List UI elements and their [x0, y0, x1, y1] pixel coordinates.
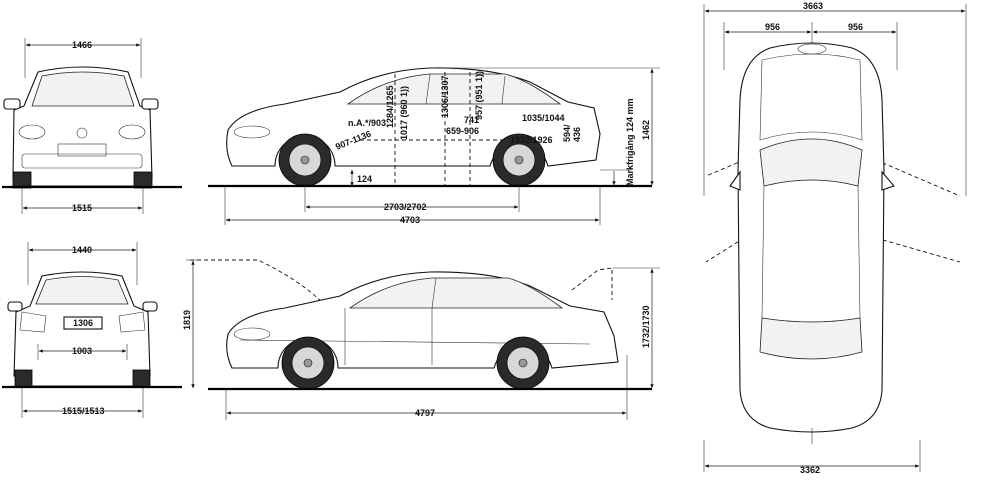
front-left-mirror — [3, 98, 21, 110]
open-length-label: 4797 — [415, 408, 435, 418]
open-b-pillar — [431, 277, 437, 309]
rear-left-taillight — [19, 311, 47, 333]
side-headlight — [233, 125, 271, 139]
rear-right-mirror — [142, 301, 158, 312]
side-front-hub — [300, 155, 310, 165]
front-right-mirror — [141, 98, 159, 110]
front-left-headlight — [18, 124, 46, 140]
side-length-label: 4703 — [400, 215, 420, 225]
top-right-mirror — [881, 170, 895, 191]
open-trunk-outline — [571, 267, 613, 300]
top-rear-window — [759, 317, 863, 360]
side-wheelbase-label: 2703/2702 — [384, 202, 427, 212]
label-741: 741 — [464, 115, 479, 125]
open-front-hub — [303, 358, 313, 368]
rear-inner-label: 1003 — [72, 346, 92, 356]
front-right-headlight — [118, 124, 146, 140]
side-height-label: 1462 — [641, 120, 651, 140]
rear-plate-label: 1306 — [73, 318, 93, 328]
rear-right-tire — [132, 369, 151, 388]
top-front-badge — [797, 43, 827, 55]
rear-track-label: 1515/1513 — [62, 406, 105, 416]
open-side-windows — [348, 277, 564, 309]
top-car-body — [737, 42, 885, 433]
top-right-rear-door-swing — [875, 237, 961, 263]
open-headlight — [233, 327, 271, 341]
rear-window — [35, 276, 129, 305]
top-left-half-label: 956 — [765, 22, 780, 32]
front-left-tire — [12, 171, 32, 189]
label-1932-1926: 1932/1926 — [510, 135, 553, 145]
rear-width-label: 1440 — [72, 245, 92, 255]
label-1284-1265: 1284/1265 — [385, 85, 395, 128]
rear-right-taillight — [118, 311, 146, 333]
side-c-pillar — [501, 75, 506, 105]
open-trunk-height-label: 1732/1730 — [641, 305, 651, 348]
rear-left-mirror — [7, 301, 23, 312]
top-left-rear-door-swing — [705, 237, 745, 263]
clearance-note: Markfrigång 124 mm — [625, 98, 635, 186]
top-right-front-door-swing — [875, 159, 961, 197]
front-view: 1466 1515 — [2, 38, 182, 214]
open-hood-outline — [190, 259, 326, 306]
front-badge — [76, 127, 88, 139]
label-1017: 1017 (960 1)) — [399, 86, 409, 140]
open-rear-hub — [518, 358, 528, 368]
top-bottom-width-label: 3362 — [800, 465, 820, 475]
front-track-label: 1515 — [72, 203, 92, 213]
top-overall-width-label: 3663 — [803, 1, 823, 11]
open-height-label: 1819 — [182, 310, 192, 330]
top-hood — [759, 53, 863, 141]
top-windshield — [759, 138, 863, 187]
rear-left-tire — [14, 369, 33, 388]
rear-plate — [63, 316, 103, 330]
side-clearance-label: 124 — [357, 174, 372, 184]
top-left-mirror — [729, 170, 741, 191]
top-view: 3663 956 956 3362 — [703, 1, 967, 475]
side-view: n.A.*/903 1284/1265 1017 (960 1)) 1306/1… — [208, 67, 660, 225]
label-594: 594/ — [562, 124, 572, 142]
label-1035-1044: 1035/1044 — [522, 113, 565, 123]
label-659-906: 659-906 — [446, 126, 479, 136]
front-windshield — [31, 71, 135, 107]
rear-view: 1440 1306 1003 1515/1513 — [2, 242, 182, 418]
front-plate — [57, 143, 107, 157]
open-side-view: 1819 1732/1730 4797 — [182, 259, 660, 420]
front-width-label: 1466 — [72, 40, 92, 50]
label-957: 957 (951 1)) — [474, 71, 484, 120]
front-bumper — [21, 153, 143, 169]
label-na-903: n.A.*/903 — [348, 118, 386, 128]
side-b-pillar — [425, 73, 431, 105]
label-1306-1307: 1306/1307 — [440, 75, 450, 118]
label-436: 436 — [572, 127, 582, 142]
side-rear-hub — [514, 155, 524, 165]
front-right-tire — [133, 171, 153, 189]
top-right-half-label: 956 — [848, 22, 863, 32]
